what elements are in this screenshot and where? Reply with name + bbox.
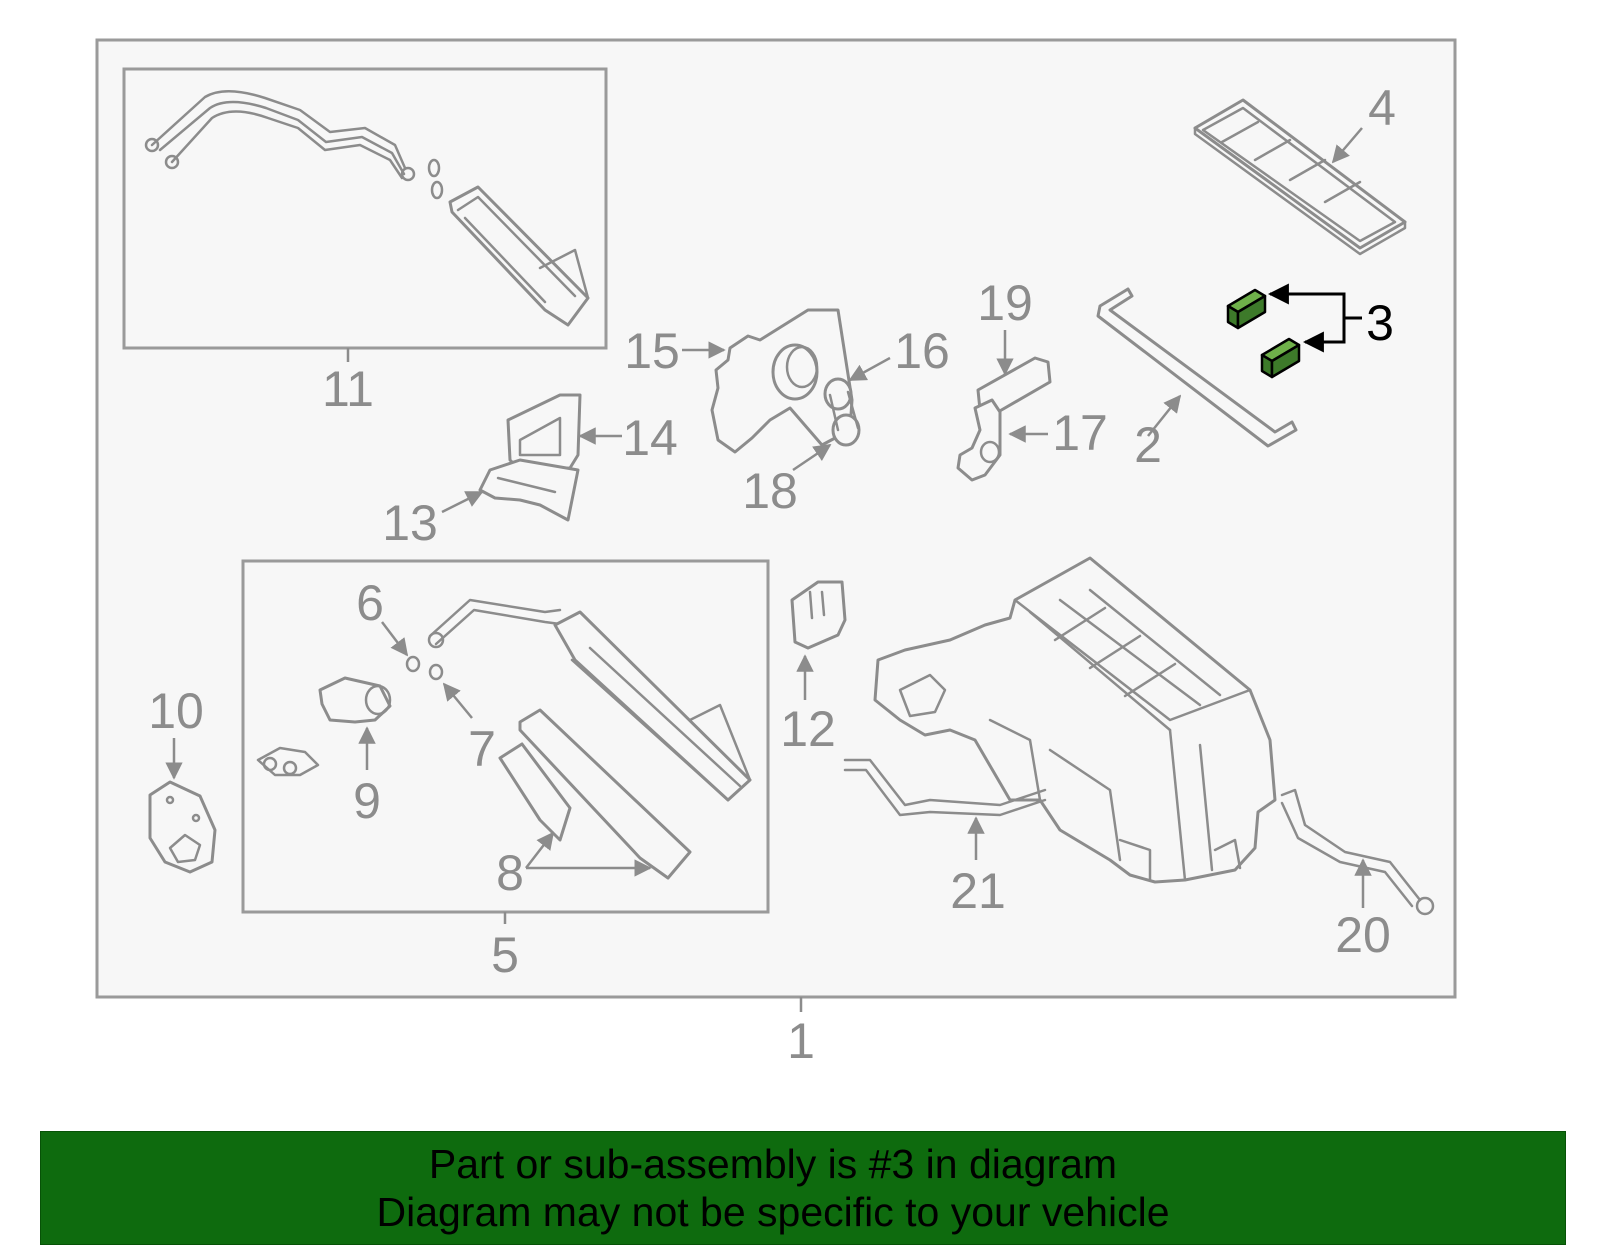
callout-3: 3 — [1366, 295, 1394, 351]
callout-12: 12 — [780, 701, 836, 757]
callout-1: 1 — [787, 1013, 815, 1069]
footer-line-disclaimer: Diagram may not be specific to your vehi… — [376, 1189, 1170, 1235]
part-4-cabin-filter — [1193, 98, 1407, 256]
part-1-hvac-case — [873, 556, 1277, 884]
part-11-heater-core — [144, 90, 590, 327]
callout-2: 2 — [1134, 417, 1162, 473]
part-10-cover — [148, 780, 217, 874]
heater-core-subframe — [122, 67, 608, 350]
callout-10: 10 — [148, 683, 204, 739]
part-13-14-duct — [478, 393, 582, 522]
callout-14: 14 — [622, 410, 678, 466]
footer-line-part-number: Part or sub-assembly is #3 in diagram — [428, 1141, 1118, 1187]
callout-17: 17 — [1052, 405, 1108, 461]
part-5-evaporator — [256, 598, 752, 880]
callout-8: 8 — [496, 845, 524, 901]
callout-20: 20 — [1335, 907, 1391, 963]
callout-4: 4 — [1368, 80, 1396, 136]
footer-banner: Part or sub-assembly is #3 in diagram Di… — [40, 1131, 1566, 1245]
callout-7: 7 — [468, 721, 496, 777]
callout-9: 9 — [353, 773, 381, 829]
callout-5: 5 — [491, 927, 519, 983]
callout-16: 16 — [894, 323, 950, 379]
callout-6: 6 — [356, 575, 384, 631]
part-12-bracket — [790, 580, 847, 650]
part-15-blend-door-cover — [710, 308, 861, 454]
part-2-seal — [1096, 287, 1298, 448]
part-3-highlighted — [1226, 288, 1301, 379]
callout-19: 19 — [977, 275, 1033, 331]
callout-21: 21 — [950, 863, 1006, 919]
part-21-hose — [843, 758, 1047, 817]
callout-18: 18 — [742, 463, 798, 519]
callout-13: 13 — [382, 495, 438, 551]
part-20-hose — [1280, 788, 1435, 916]
part-19-17-lever — [956, 356, 1052, 482]
callout-15: 15 — [624, 323, 680, 379]
callout-11: 11 — [322, 361, 374, 417]
